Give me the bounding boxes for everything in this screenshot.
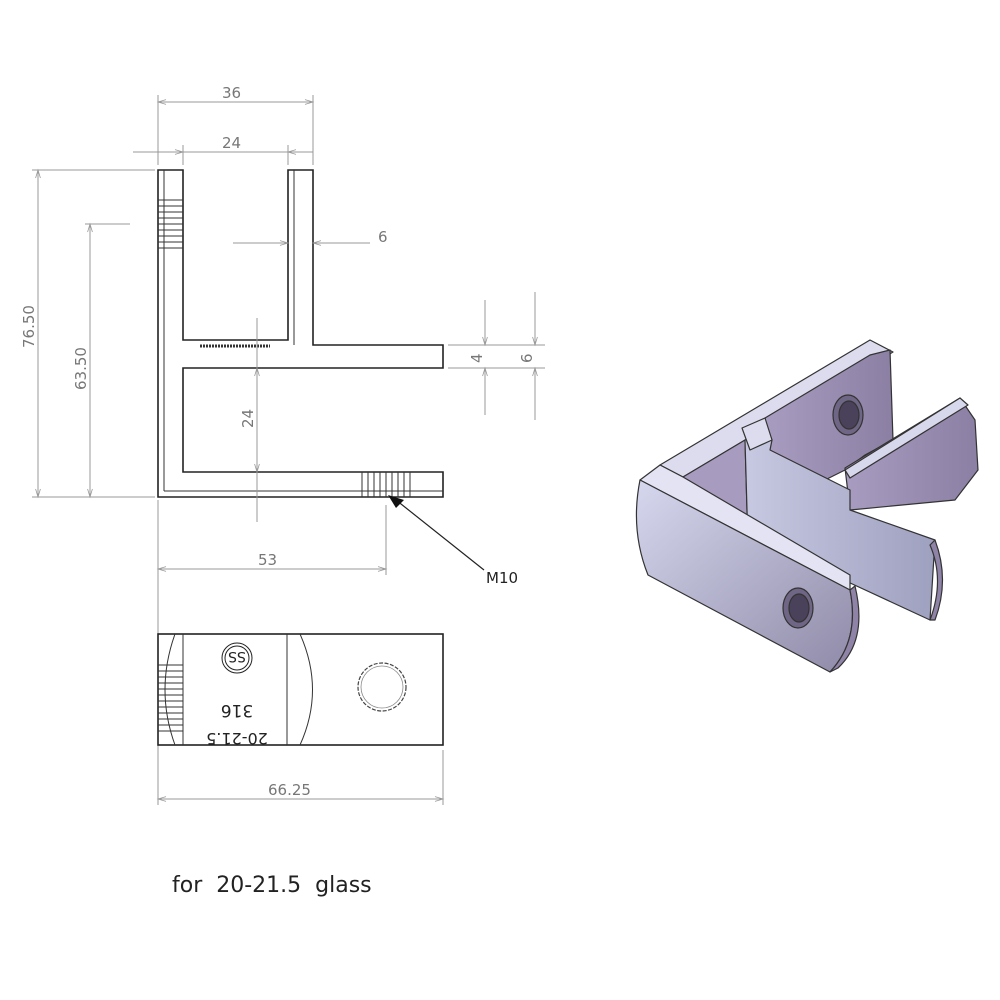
dim-total-length: 66.25	[268, 781, 311, 799]
engraving-grade: 316	[221, 700, 253, 720]
thread-hatch-bottom	[361, 472, 411, 497]
dim-wall: 6	[378, 228, 388, 246]
engraving-material-mark: SS	[228, 648, 246, 664]
dim-inner-width: 24	[222, 134, 241, 152]
dim-arm-slot: 6	[518, 353, 536, 363]
dim-thread-offset: 53	[258, 551, 277, 569]
isometric-model	[635, 339, 979, 673]
front-view	[157, 169, 444, 498]
caption: for 20-21.5 glass	[172, 873, 372, 898]
dim-gap: 24	[239, 409, 257, 428]
dim-thread-height: 63.50	[72, 347, 90, 390]
dim-outer-width: 36	[222, 84, 241, 102]
thread-callout: M10	[486, 569, 518, 587]
side-view: 20-21.5 316 SS	[157, 633, 444, 748]
engraving: 20-21.5 316 SS	[206, 642, 268, 748]
dim-arm-thickness: 4	[468, 353, 486, 363]
dimensions: 36 24 6 76.50 63.50 24 4 6 53 M10 66.25	[20, 84, 545, 805]
dim-total-height: 76.50	[20, 305, 38, 348]
thread-hatch-top	[158, 199, 183, 249]
engraving-glass-range: 20-21.5	[206, 729, 268, 748]
thread-hole	[357, 662, 407, 712]
